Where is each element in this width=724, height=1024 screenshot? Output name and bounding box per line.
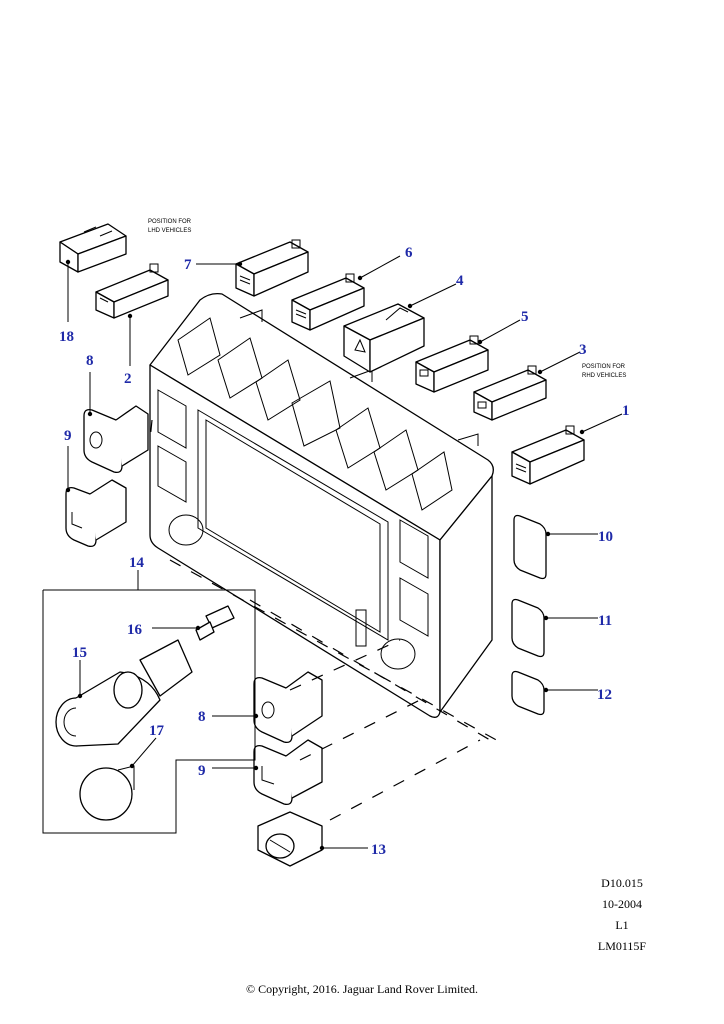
switch-7 bbox=[235, 239, 309, 297]
callout-14: 14 bbox=[129, 555, 145, 571]
switch-5 bbox=[415, 335, 489, 393]
callout-9-left: 9 bbox=[64, 428, 72, 444]
callout-17: 17 bbox=[149, 723, 165, 739]
callout-8-left: 8 bbox=[86, 353, 94, 369]
diagram-code: D10.015 bbox=[601, 876, 643, 890]
callout-1: 1 bbox=[622, 403, 630, 419]
switch-8-left bbox=[83, 405, 149, 474]
switch-18 bbox=[59, 223, 127, 273]
diagram-level: L1 bbox=[615, 918, 629, 932]
switch-2 bbox=[95, 263, 169, 319]
lhd-note-line-2: LHD VEHICLES bbox=[148, 228, 191, 234]
callout-12: 12 bbox=[597, 687, 612, 703]
rhd-note-line-2: RHD VEHICLES bbox=[582, 373, 626, 379]
callout-6: 6 bbox=[405, 245, 413, 261]
blank-10 bbox=[513, 514, 547, 580]
callout-3: 3 bbox=[579, 342, 587, 358]
assembly-lines bbox=[149, 419, 501, 821]
leader-lines bbox=[67, 255, 623, 849]
switch-6 bbox=[291, 273, 365, 331]
switch-panel bbox=[149, 292, 494, 718]
callout-11: 11 bbox=[598, 613, 612, 629]
switch-9-left bbox=[65, 479, 127, 548]
callout-7: 7 bbox=[184, 257, 192, 273]
callout-13: 13 bbox=[371, 842, 386, 858]
switch-1 bbox=[511, 425, 585, 485]
copyright-notice: © Copyright, 2016. Jaguar Land Rover Lim… bbox=[245, 982, 479, 996]
callout-4: 4 bbox=[456, 273, 464, 289]
callout-8-lower: 8 bbox=[198, 709, 206, 725]
callout-9-lower: 9 bbox=[198, 763, 206, 779]
callout-18: 18 bbox=[59, 329, 74, 345]
leader-dots bbox=[65, 259, 585, 851]
callout-5: 5 bbox=[521, 309, 529, 325]
callout-10: 10 bbox=[598, 529, 613, 545]
callout-15: 15 bbox=[72, 645, 87, 661]
rotary-switch-13 bbox=[257, 811, 323, 867]
callout-2: 2 bbox=[124, 371, 132, 387]
switch-9-lower bbox=[253, 739, 323, 806]
blank-12 bbox=[511, 670, 545, 716]
lighter-kit-14 bbox=[42, 589, 256, 834]
rhd-note-line-1: POSITION FOR bbox=[582, 364, 626, 370]
switch-3 bbox=[473, 365, 547, 421]
part-code: LM0115F bbox=[597, 939, 647, 953]
callout-16: 16 bbox=[127, 622, 143, 638]
diagram-date: 10-2004 bbox=[602, 897, 642, 911]
lhd-note-line-1: POSITION FOR bbox=[148, 219, 192, 225]
blank-11 bbox=[511, 598, 545, 658]
switch-8-lower bbox=[253, 671, 323, 744]
switch-4-hazard bbox=[343, 303, 425, 373]
